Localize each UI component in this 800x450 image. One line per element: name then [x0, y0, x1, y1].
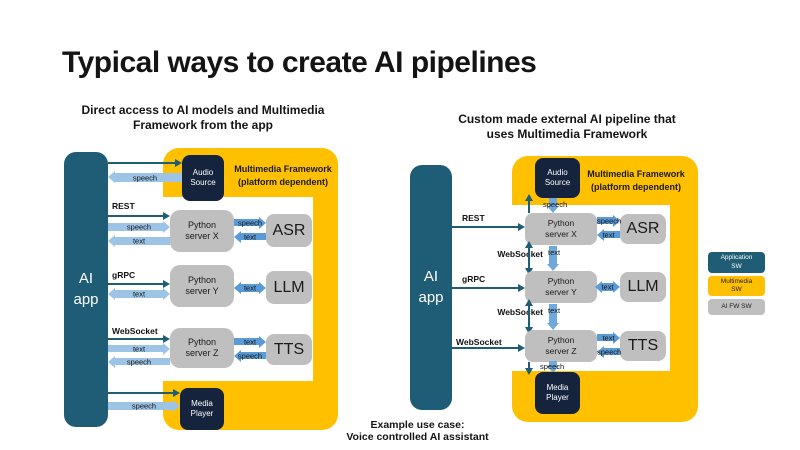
left-app-speech-to-media-arrow: speech [108, 400, 180, 412]
left-z-text-to-tts-label: text [243, 336, 257, 346]
right-websocket-connector [452, 344, 525, 352]
right-websocket-app-label: WebSocket [456, 337, 502, 347]
right-y-text-to-z-label: text [548, 306, 561, 315]
left-app-text-to-z-label: text [132, 343, 146, 353]
left-z-speech-to-app-label: speech [126, 356, 152, 366]
left-tts-speech-to-z-label: speech [237, 350, 263, 360]
left-app-text-y-label: text [132, 289, 146, 299]
left-websocket-connector [108, 335, 170, 343]
right-asr-text-to-x-arrow: text [597, 229, 620, 241]
right-python-server-y-box: Python server Y [525, 271, 597, 303]
page-title: Typical ways to create AI pipelines [62, 46, 537, 79]
left-app-to-audio-connector [108, 159, 182, 167]
right-audio-speech-down-arrow [547, 198, 559, 213]
left-diagram-caption: Direct access to AI models and Multimedi… [81, 103, 325, 132]
right-z-speech-to-media-arrow [547, 361, 559, 373]
left-tts-box: TTS [266, 334, 312, 365]
right-z-text-to-tts-label: text [602, 332, 615, 342]
left-x-speech-to-asr-label: speech [237, 217, 263, 227]
left-asr-text-to-x-label: text [243, 231, 257, 241]
right-xy-websocket-connector [525, 241, 533, 275]
left-python-server-z-box: Python server Z [170, 328, 234, 368]
left-app-text-to-z-arrow: text [108, 343, 170, 355]
right-y-text-llm-label: text [601, 282, 614, 292]
right-tts-speech-to-z-label: speech [597, 346, 622, 356]
left-multimedia-framework-label: Multimedia Framework (platform dependent… [234, 164, 332, 188]
right-websocket-yz-label: WebSocket [497, 307, 543, 317]
right-y-text-llm-arrow: text [595, 281, 620, 293]
example-use-case-note: Example use case: Voice controlled AI as… [346, 419, 489, 443]
left-audio-source-box: Audio Source [182, 155, 224, 201]
right-x-speech-to-asr-arrow: speech [597, 215, 622, 227]
left-z-text-to-tts-arrow: text [234, 336, 266, 348]
right-grpc-label: gRPC [462, 274, 486, 284]
left-websocket-label: WebSocket [112, 326, 158, 336]
legend-application-sw: Application SW [708, 252, 765, 273]
left-audio-speech-arrow: speech [108, 171, 182, 184]
right-asr-box: ASR [620, 214, 666, 244]
right-llm-box: LLM [620, 272, 666, 302]
right-z-to-media-connector [525, 362, 533, 375]
left-tts-speech-to-z-arrow: speech [234, 350, 266, 362]
left-rest-label: REST [112, 201, 135, 211]
right-multimedia-framework-label: Multimedia Framework (platform dependent… [587, 169, 685, 193]
right-audio-speech-label: speech [543, 200, 568, 209]
right-y-text-to-z-arrow [547, 304, 559, 330]
right-x-speech-to-asr-label: speech [597, 215, 622, 225]
left-app-text-y-arrow: text [108, 288, 170, 300]
left-app-speech-to-x-arrow: speech [108, 221, 170, 233]
right-media-player-box: Media Player [535, 372, 580, 414]
left-ai-app-box: AI app [64, 152, 108, 427]
left-y-text-llm-arrow: text [234, 282, 266, 294]
right-audio-source-box: Audio Source [535, 158, 580, 198]
left-python-server-y-box: Python server Y [170, 265, 234, 307]
left-python-server-x-box: Python server X [170, 210, 234, 252]
right-z-speech-to-media-label: speech [540, 362, 565, 371]
left-media-player-box: Media Player [180, 388, 224, 430]
left-z-speech-to-app-arrow: speech [108, 356, 170, 368]
left-x-speech-to-asr-arrow: speech [234, 217, 266, 229]
right-yz-websocket-connector [525, 299, 533, 334]
left-llm-box: LLM [266, 271, 312, 304]
right-x-to-audio-connector [525, 194, 533, 213]
right-python-server-x-box: Python server X [525, 213, 597, 245]
right-websocket-xy-label: WebSocket [497, 249, 543, 259]
right-grpc-connector [452, 284, 525, 292]
right-asr-text-to-x-label: text [602, 229, 615, 239]
right-tts-speech-to-z-arrow: speech [597, 346, 622, 358]
left-x-text-to-app-arrow: text [108, 235, 170, 247]
right-x-text-to-y-label: text [548, 248, 561, 257]
right-tts-box: TTS [620, 331, 666, 361]
legend-ai-fw-sw: AI FW SW [708, 299, 765, 315]
right-rest-label: REST [462, 213, 485, 223]
legend-multimedia-sw: Multimedia SW [708, 276, 765, 296]
right-diagram-caption: Custom made external AI pipeline that us… [458, 112, 676, 141]
left-asr-box: ASR [266, 214, 312, 247]
left-grpc-label: gRPC [112, 270, 136, 280]
left-audio-speech-label: speech [132, 172, 158, 182]
left-grpc-connector [108, 280, 170, 288]
left-app-speech-to-x-label: speech [126, 222, 152, 232]
left-x-text-to-app-label: text [132, 236, 146, 246]
left-asr-text-to-x-arrow: text [234, 231, 266, 243]
right-python-server-z-box: Python server Z [525, 330, 597, 362]
left-app-speech-to-media-label: speech [131, 401, 157, 411]
right-ai-app-box: AI app [410, 165, 452, 410]
right-z-text-to-tts-arrow: text [597, 332, 620, 344]
right-x-text-to-y-arrow [547, 246, 559, 271]
left-rest-connector [108, 212, 170, 220]
left-app-to-media-connector [108, 389, 180, 397]
left-y-text-llm-label: text [243, 283, 257, 293]
right-rest-connector [452, 223, 525, 231]
